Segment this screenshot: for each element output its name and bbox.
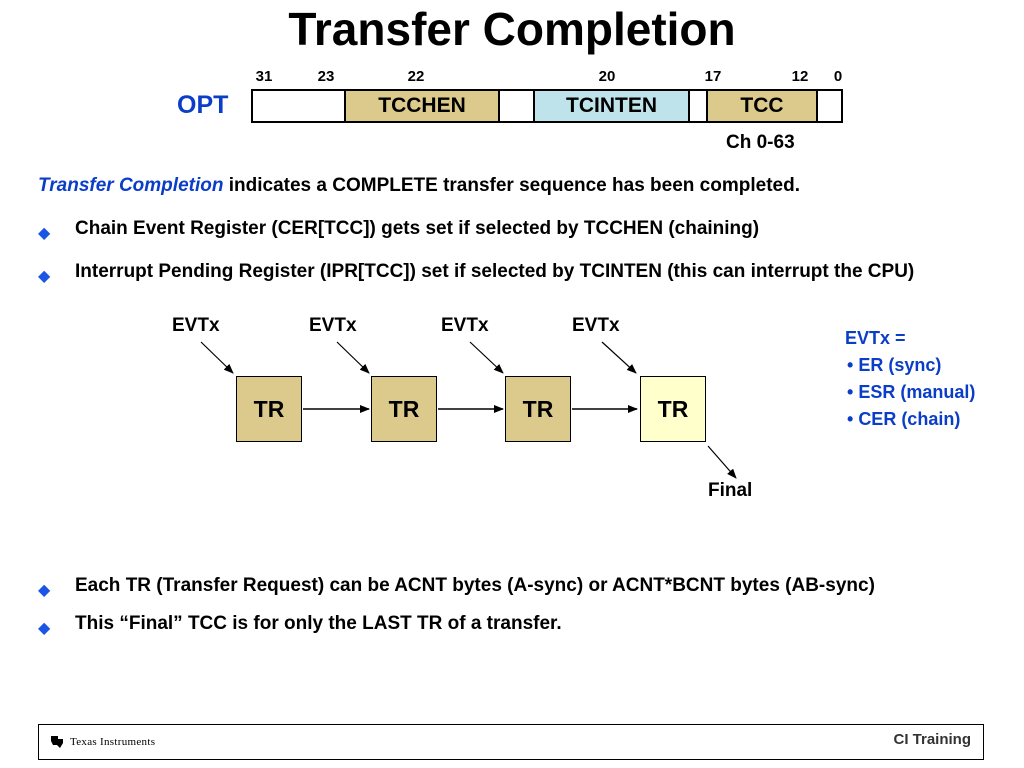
bullet-text: Interrupt Pending Register (IPR[TCC]) se… bbox=[75, 261, 915, 282]
final-arrow bbox=[707, 445, 737, 479]
transfer-request-box: TR bbox=[371, 376, 437, 442]
bit-number-12: 12 bbox=[791, 68, 809, 85]
legend-item: • ESR (manual) bbox=[847, 382, 976, 402]
bit-number-17: 17 bbox=[704, 68, 722, 85]
event-arrow bbox=[601, 341, 637, 374]
diamond-bullet-icon: ◆ bbox=[38, 582, 51, 599]
bit-number-22: 22 bbox=[407, 68, 425, 85]
bit-number-23: 23 bbox=[317, 68, 335, 85]
event-label: EVTx bbox=[572, 315, 620, 336]
event-label: EVTx bbox=[441, 315, 489, 336]
diamond-bullet-icon: ◆ bbox=[38, 268, 51, 285]
legend-item: • ER (sync) bbox=[847, 355, 942, 375]
bit-number-20: 20 bbox=[598, 68, 616, 85]
tcinten-field: TCINTEN bbox=[533, 91, 688, 121]
tcc-channel-note: Ch 0-63 bbox=[726, 132, 795, 153]
page-title: Transfer Completion bbox=[288, 3, 736, 55]
evtx-legend: EVTx = • ER (sync) • ESR (manual) • CER … bbox=[845, 325, 975, 433]
opt-register: TCCHEN TCINTEN TCC bbox=[251, 89, 843, 123]
event-arrow bbox=[469, 341, 504, 374]
event-arrow bbox=[200, 341, 234, 374]
slide-footer: Texas Instruments CI Training bbox=[38, 724, 984, 760]
intro-emphasis: Transfer Completion bbox=[38, 175, 224, 196]
legend-item: • CER (chain) bbox=[847, 409, 961, 429]
reserved-field-low bbox=[816, 91, 841, 121]
bullet-text: This “Final” TCC is for only the LAST TR… bbox=[75, 613, 562, 634]
transfer-request-box: TR bbox=[236, 376, 302, 442]
tcchen-field: TCCHEN bbox=[344, 91, 498, 121]
intro-text: indicates a COMPLETE transfer sequence h… bbox=[223, 175, 800, 196]
texas-instruments-logo: Texas Instruments bbox=[49, 734, 155, 750]
register-name: OPT bbox=[177, 91, 229, 119]
reserved-field-18 bbox=[688, 91, 706, 121]
bullet-text: Each TR (Transfer Request) can be ACNT b… bbox=[75, 575, 875, 596]
company-name: Texas Instruments bbox=[70, 736, 156, 748]
event-arrow bbox=[336, 341, 370, 374]
event-label: EVTx bbox=[172, 315, 220, 336]
bullet-text: Chain Event Register (CER[TCC]) gets set… bbox=[75, 218, 760, 239]
reserved-field-21 bbox=[498, 91, 533, 121]
transfer-request-box: TR bbox=[505, 376, 571, 442]
diamond-bullet-icon: ◆ bbox=[38, 225, 51, 242]
bit-number-31: 31 bbox=[255, 68, 273, 85]
bit-number-0: 0 bbox=[833, 68, 843, 85]
ti-state-icon bbox=[51, 736, 63, 748]
event-label: EVTx bbox=[309, 315, 357, 336]
intro-paragraph: Transfer Completion indicates a COMPLETE… bbox=[38, 175, 800, 197]
final-transfer-request-box: TR bbox=[640, 376, 706, 442]
legend-title: EVTx = bbox=[845, 328, 906, 348]
training-label: CI Training bbox=[893, 731, 971, 748]
diamond-bullet-icon: ◆ bbox=[38, 620, 51, 637]
final-label: Final bbox=[708, 480, 753, 501]
tcc-field: TCC bbox=[706, 91, 816, 121]
